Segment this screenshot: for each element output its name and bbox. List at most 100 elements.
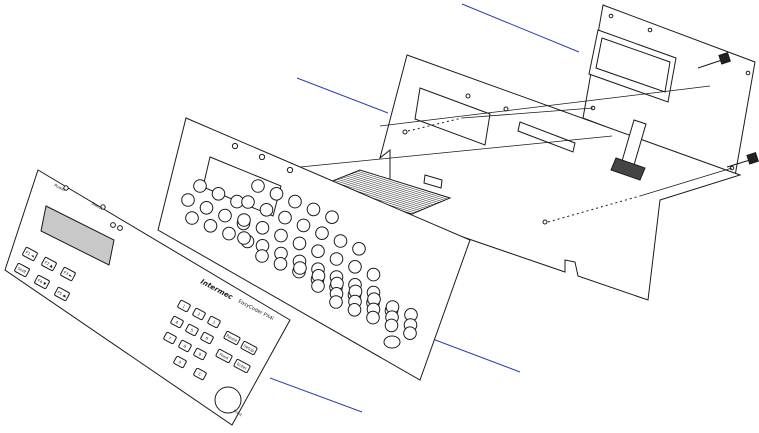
status-label: Status xyxy=(91,200,105,210)
button-led-icon xyxy=(117,225,123,231)
keypad-hole xyxy=(333,234,348,248)
keypad-hole xyxy=(269,187,284,201)
keypad-hole xyxy=(251,179,265,193)
ribbon-wire xyxy=(354,172,445,201)
screw-icon xyxy=(726,152,759,168)
lcd-module xyxy=(588,29,677,103)
front-key-label: 9 xyxy=(198,351,203,357)
front-key-label: 2 xyxy=(197,311,202,317)
ribbon-wire xyxy=(334,180,426,209)
front-key-label: Pause xyxy=(226,333,239,343)
front-key-label: 0 xyxy=(178,359,183,365)
power-led-icon xyxy=(63,185,69,191)
keypad-hole xyxy=(403,326,417,341)
keypad-hole xyxy=(293,261,307,275)
leader-line-display-board xyxy=(461,3,580,53)
ribbon-wire xyxy=(351,173,442,202)
front-key: F3 ► xyxy=(60,267,76,281)
front-key-label: F5 ⏏ xyxy=(56,290,67,299)
keypad-hole xyxy=(296,218,311,233)
keypad-hole xyxy=(185,211,199,225)
front-key: 6 xyxy=(200,331,214,345)
front-key: Pause xyxy=(223,330,241,346)
keypad-hole xyxy=(259,203,274,217)
keypad-hole xyxy=(311,244,325,258)
keypad-hole xyxy=(311,279,325,293)
front-key: F5 ⏏ xyxy=(54,287,70,301)
keypad-hole xyxy=(384,318,399,333)
keypad-hole xyxy=(347,303,362,317)
screw-hole xyxy=(608,13,614,19)
keypad-hole xyxy=(255,249,269,263)
front-key: 3 xyxy=(207,315,221,329)
front-key: Feed xyxy=(215,348,233,364)
keypad-hole xyxy=(237,231,251,245)
leader-line-keypad-overlay xyxy=(429,337,521,373)
overlay-hole xyxy=(231,142,239,150)
front-key-label: F2 ▲ xyxy=(44,260,55,269)
front-key-label: F1 ◄ xyxy=(25,250,36,259)
status-led-icon xyxy=(100,204,106,210)
print-key-hole xyxy=(383,335,401,349)
front-key: Setup xyxy=(240,340,258,356)
frame-hole xyxy=(402,129,408,135)
front-key-label: 3 xyxy=(212,319,217,325)
button-led-icon xyxy=(110,222,116,228)
keypad-hole xyxy=(255,221,270,235)
keypad-hole xyxy=(315,226,329,240)
keypad-hole xyxy=(366,310,380,325)
overlay-hole xyxy=(258,153,266,161)
front-key-label: 6 xyxy=(205,335,210,341)
front-key-label: F3 ► xyxy=(63,270,74,279)
keypad-hole xyxy=(218,208,232,223)
overlay-hole xyxy=(286,166,294,174)
front-key: 2 xyxy=(192,307,206,321)
mounting-screws xyxy=(697,52,759,168)
keypad-hole xyxy=(193,179,207,193)
keypad-hole xyxy=(325,210,339,224)
keypad-hole xyxy=(278,210,292,225)
frame-window xyxy=(414,87,491,146)
keypad-hole xyxy=(203,219,218,233)
front-key-label: 5 xyxy=(190,327,195,333)
front-key-label: Setup xyxy=(243,343,256,353)
keypad-hole xyxy=(274,228,288,243)
front-key-label: C xyxy=(198,371,203,377)
keypad-hole xyxy=(288,194,302,209)
front-key-label: 4 xyxy=(175,319,180,325)
front-key: 7 xyxy=(163,331,177,345)
ribbon-wire xyxy=(345,175,437,204)
keypad-hole xyxy=(329,295,343,309)
keypad-hole xyxy=(273,257,288,271)
front-key: C xyxy=(193,367,207,381)
front-key: F1 ◄ xyxy=(22,247,38,261)
keypad-overlay xyxy=(157,117,471,381)
screw-icon xyxy=(697,52,731,69)
overlay-window xyxy=(202,156,282,217)
display-circuit-board xyxy=(582,4,756,177)
front-key: 4 xyxy=(170,315,184,329)
front-panel: F1 ◄ F2 ▲ F3 ► Shift F4 ▼ F5 ⏏ 1 2 3 4 5 6 789 0C Pa… xyxy=(4,169,291,426)
screw-hole xyxy=(745,70,751,76)
front-key-label: F4 ▼ xyxy=(37,278,48,287)
front-key: 1 xyxy=(177,299,191,313)
frame-hole xyxy=(465,93,471,99)
front-key-label: 1 xyxy=(182,303,187,309)
front-key: F4 ▼ xyxy=(34,275,50,289)
front-key: 8 xyxy=(178,339,192,353)
ribbon-wire xyxy=(342,176,434,206)
front-display xyxy=(40,205,115,266)
keypad-hole xyxy=(237,213,251,227)
keypad-hole xyxy=(181,193,195,207)
keypad-hole xyxy=(211,187,226,201)
cable-connector xyxy=(610,157,646,181)
front-key-label: 7 xyxy=(168,335,173,341)
screw-hole xyxy=(647,27,653,33)
print-key-label: Print xyxy=(233,408,244,417)
keypad-hole xyxy=(366,267,381,282)
front-key: Shift xyxy=(14,263,30,277)
front-key: F2 ▲ xyxy=(41,257,57,271)
front-key-label: Shift xyxy=(17,266,28,275)
